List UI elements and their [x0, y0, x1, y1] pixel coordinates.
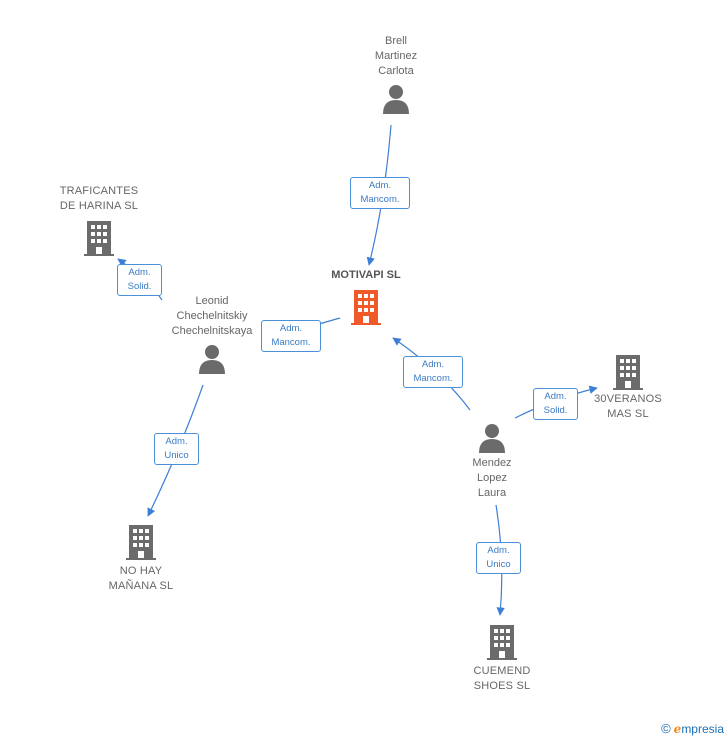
node-nohay[interactable]: NO HAY MAÑANA SL — [86, 524, 196, 594]
node-brell[interactable]: Brell Martinez Carlota — [346, 34, 446, 115]
copyright-symbol: © — [661, 721, 671, 736]
node-brell-label: Brell Martinez Carlota — [374, 35, 418, 77]
node-traficantes-label: TRAFICANTES DE HARINA SL — [59, 185, 139, 212]
person-icon — [199, 345, 225, 374]
person-icon — [383, 85, 409, 114]
edge-label-leonid-main: Adm. Mancom. — [261, 320, 321, 352]
node-cuemend[interactable]: CUEMEND SHOES SL — [452, 624, 552, 694]
node-traficantes[interactable]: TRAFICANTES DE HARINA SL — [44, 184, 154, 256]
edge-label-mendez-treinta: Adm. Solid. — [533, 388, 578, 420]
person-icon — [479, 424, 505, 453]
building-icon — [84, 221, 114, 256]
building-icon — [487, 625, 517, 660]
building-icon — [351, 290, 381, 325]
edge-label-mendez-main: Adm. Mancom. — [403, 356, 463, 388]
brand-footer: ©empresia — [661, 721, 724, 736]
brand-logo-initial: e — [673, 722, 682, 736]
brand-logo-text: mpresia — [681, 722, 724, 736]
edge-label-mendez-cuemend: Adm. Unico — [476, 542, 521, 574]
node-leonid-label: Leonid Chechelnitskiy Chechelnitskaya — [171, 295, 253, 337]
edge-label-brell-main: Adm. Mancom. — [350, 177, 410, 209]
node-mendez-label: Mendez Lopez Laura — [472, 457, 512, 499]
node-leonid[interactable]: Leonid Chechelnitskiy Chechelnitskaya — [152, 294, 272, 375]
edge-label-leonid-nohay: Adm. Unico — [154, 433, 199, 465]
node-treinta-label: 30VERANOS MAS SL — [594, 393, 662, 420]
node-cuemend-label: CUEMEND SHOES SL — [473, 665, 531, 692]
edge-label-leonid-traficantes: Adm. Solid. — [117, 264, 162, 296]
node-nohay-label: NO HAY MAÑANA SL — [108, 565, 174, 592]
node-mendez[interactable]: Mendez Lopez Laura — [442, 422, 542, 501]
node-main[interactable]: MOTIVAPI SL — [306, 268, 426, 325]
building-icon — [613, 355, 643, 390]
node-main-label: MOTIVAPI SL — [331, 269, 401, 281]
node-treinta[interactable]: 30VERANOS MAS SL — [578, 354, 678, 422]
building-icon — [126, 525, 156, 560]
